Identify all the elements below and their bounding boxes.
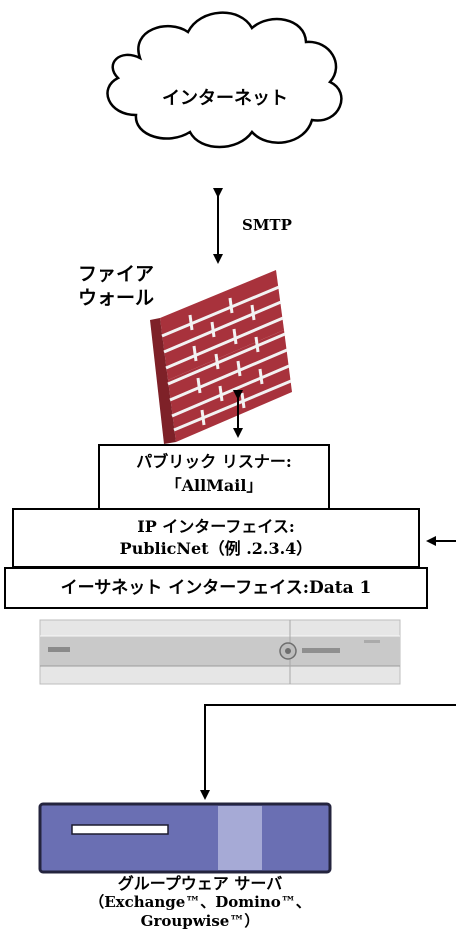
groupware-server-label: グループウェア サーバ （Exchange™、Domino™、 Groupwis… <box>40 874 360 931</box>
smtp-label: SMTP <box>242 216 292 234</box>
groupware-connector <box>200 704 456 800</box>
public-listener-box: パブリック リスナー: 「AllMail」 <box>98 444 330 510</box>
ethernet-interface-box: イーサネット インターフェイス:Data 1 <box>4 567 428 609</box>
groupware-line1: グループウェア サーバ <box>117 874 283 893</box>
internet-label: インターネット <box>162 88 288 109</box>
ip-interface-box: IP インターフェイス: PublicNet（例 .2.3.4） <box>12 508 420 568</box>
groupware-server-icon <box>38 802 332 874</box>
groupware-line2: （Exchange™、Domino™、 <box>89 893 311 911</box>
firewall-icon <box>150 270 292 444</box>
appliance-icon <box>39 619 401 685</box>
internet-cloud <box>106 11 343 149</box>
groupware-line3: Groupwise™） <box>140 912 260 930</box>
listener-line1: パブリック リスナー: <box>136 452 292 471</box>
firewall-label-line2: ウォール <box>78 287 155 309</box>
ip-interface-line1: IP インターフェイス: <box>137 517 295 536</box>
listener-name: 「AllMail」 <box>165 476 263 495</box>
firewall-label: ファイア ウォール <box>78 262 154 310</box>
ip-interface-line2: PublicNet（例 .2.3.4） <box>119 539 313 558</box>
firewall-label-line1: ファイア <box>78 263 155 285</box>
